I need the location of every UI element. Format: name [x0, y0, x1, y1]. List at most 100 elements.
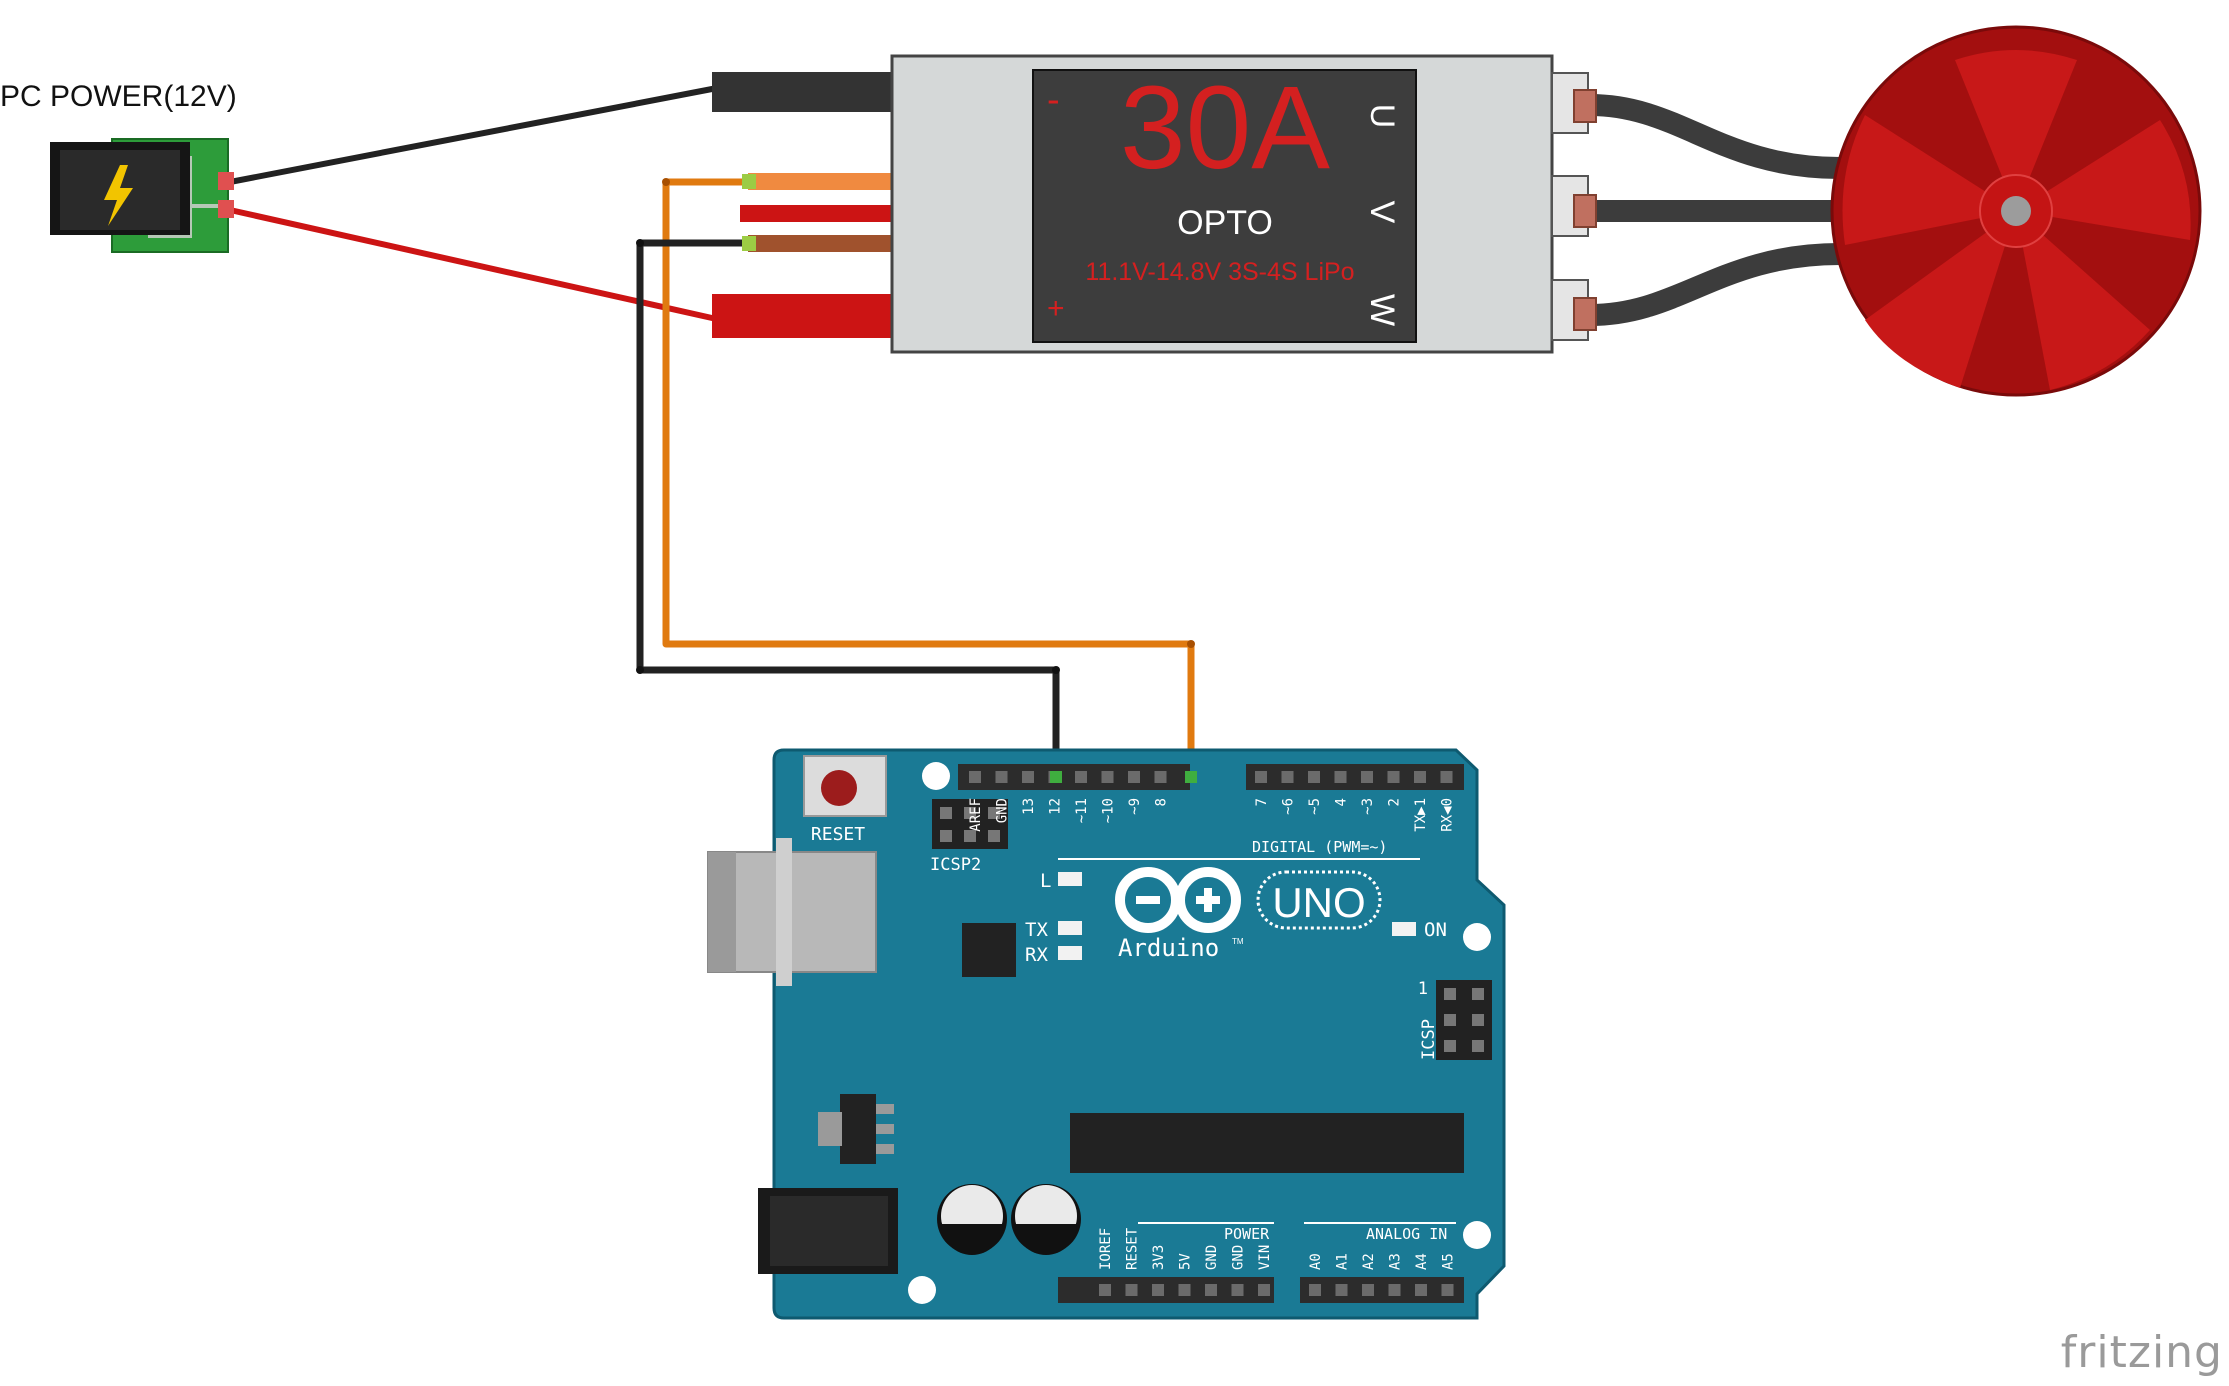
esc-minus: - — [1047, 79, 1060, 121]
pin-hole[interactable] — [1308, 771, 1320, 783]
power-label: PC POWER(12V) — [0, 80, 237, 113]
wire-phase-u[interactable] — [1589, 94, 1841, 179]
pin-label: 7 — [1254, 798, 1270, 806]
analog-header — [1300, 1277, 1464, 1303]
power-title: POWER — [1224, 1225, 1270, 1243]
esc-name: OPTO — [1177, 204, 1273, 242]
pin-hole[interactable] — [1075, 771, 1087, 783]
pin-label: GND — [1204, 1245, 1220, 1270]
pin-hole[interactable] — [1309, 1284, 1321, 1296]
pin-hole[interactable] — [1258, 1284, 1270, 1296]
reset-label: RESET — [811, 824, 865, 845]
esc-output-terminals — [1551, 72, 1597, 341]
pin-hole[interactable] — [1414, 771, 1426, 783]
pin-label: RESET — [1125, 1227, 1141, 1270]
wire-end-pin9 — [1185, 771, 1197, 783]
esc-module[interactable]: - 30A OPTO 11.1V-14.8V 3S-4S LiPo + U V … — [712, 54, 1597, 354]
motor-shaft — [2001, 196, 2031, 226]
pin-label: A4 — [1414, 1253, 1430, 1270]
pin-label: GND — [1231, 1245, 1247, 1270]
led-tx-label: TX — [1025, 919, 1048, 941]
atmega-chip — [1070, 1113, 1464, 1173]
pin-label: ~10 — [1101, 798, 1117, 823]
usb-chip — [962, 923, 1016, 977]
pin-label: A3 — [1388, 1253, 1404, 1270]
icsp2-header — [932, 799, 1008, 849]
pin-label: A2 — [1361, 1253, 1377, 1270]
pin-hole[interactable] — [1440, 771, 1453, 783]
pin-hole[interactable] — [1361, 771, 1373, 783]
icsp-pin1-label: 1 — [1418, 979, 1428, 999]
pin-hole[interactable] — [1388, 1284, 1401, 1296]
pin-label: 12 — [1048, 798, 1064, 815]
pin-label: VIN — [1257, 1245, 1273, 1270]
pin-hole[interactable] — [1255, 771, 1267, 783]
pin-label: A5 — [1441, 1253, 1457, 1270]
pin-hole[interactable] — [1281, 771, 1294, 783]
capacitors — [937, 1184, 1081, 1255]
wire-orange-signal[interactable] — [662, 178, 1195, 775]
icsp-header — [1436, 980, 1492, 1060]
pin-hole[interactable] — [1387, 771, 1400, 783]
analog-title: ANALOG IN — [1366, 1225, 1447, 1243]
esc-phase-w: W — [1363, 294, 1401, 326]
pin-label: ~6 — [1281, 798, 1297, 815]
wires — [227, 86, 1841, 775]
pin-label: 2 — [1387, 798, 1403, 806]
reset-button[interactable] — [803, 755, 887, 817]
pin-label: RX◀0 — [1440, 798, 1456, 832]
pin-hole[interactable] — [1101, 771, 1114, 783]
pin-hole[interactable] — [1099, 1284, 1111, 1296]
voltage-regulator — [840, 1094, 876, 1164]
pin-hole[interactable] — [1152, 1284, 1164, 1296]
pin-hole[interactable] — [1362, 1284, 1374, 1296]
pin-label: ~11 — [1074, 798, 1090, 823]
brand-label: Arduino — [1118, 934, 1219, 962]
pin-hole[interactable] — [1178, 1284, 1191, 1296]
esc-spec: 11.1V-14.8V 3S-4S LiPo — [1085, 258, 1354, 286]
arduino-uno[interactable]: RESET ICSP2 L TX RX ON Arduino TM UNO — [707, 748, 1506, 1320]
pin-hole[interactable] — [969, 771, 981, 783]
esc-plus: + — [1047, 292, 1065, 325]
pin-hole[interactable] — [1415, 1284, 1427, 1296]
pin-label: TX▶1 — [1413, 798, 1429, 832]
pin-hole[interactable] — [1334, 771, 1347, 783]
pin-label: 3V3 — [1151, 1245, 1167, 1270]
icsp-label: ICSP — [1419, 1019, 1439, 1060]
wire-phase-w[interactable] — [1589, 243, 1841, 326]
pin-hole[interactable] — [1231, 1284, 1244, 1296]
pin-hole[interactable] — [1335, 1284, 1348, 1296]
pin-label: GND — [995, 798, 1011, 823]
pin-label: ~9 — [1127, 798, 1143, 815]
pin-label: A1 — [1335, 1253, 1351, 1270]
pin-label: 4 — [1334, 798, 1350, 806]
digital-header-right — [1246, 764, 1464, 790]
led-rx — [1058, 946, 1082, 960]
icsp2-label: ICSP2 — [930, 855, 981, 875]
pin-hole[interactable] — [1125, 1284, 1138, 1296]
pin-hole[interactable] — [1441, 1284, 1454, 1296]
led-rx-label: RX — [1025, 944, 1048, 966]
pin-hole[interactable] — [995, 771, 1008, 783]
led-on-label: ON — [1424, 919, 1447, 941]
wire-black-power[interactable] — [227, 86, 715, 185]
power-jack[interactable] — [50, 138, 234, 253]
model-label: UNO — [1272, 879, 1365, 926]
digital-title: DIGITAL (PWM=~) — [1252, 838, 1387, 856]
pin-hole[interactable] — [1128, 771, 1140, 783]
pin-hole[interactable] — [1022, 771, 1034, 783]
pin-label: ~3 — [1360, 798, 1376, 815]
pin-hole[interactable] — [1205, 1284, 1217, 1296]
esc-phase-u: U — [1363, 104, 1401, 129]
fritzing-watermark: fritzing — [2060, 1327, 2223, 1378]
pin-label: 5V — [1178, 1253, 1194, 1270]
wire-red-power[interactable] — [227, 207, 715, 321]
arduino-logo — [1115, 867, 1241, 933]
lightning-icon — [104, 165, 133, 226]
pin-label: AREF — [968, 798, 984, 832]
pin-hole[interactable] — [1154, 771, 1167, 783]
brushless-motor[interactable] — [1830, 25, 2202, 397]
pin-label: 8 — [1154, 798, 1170, 806]
